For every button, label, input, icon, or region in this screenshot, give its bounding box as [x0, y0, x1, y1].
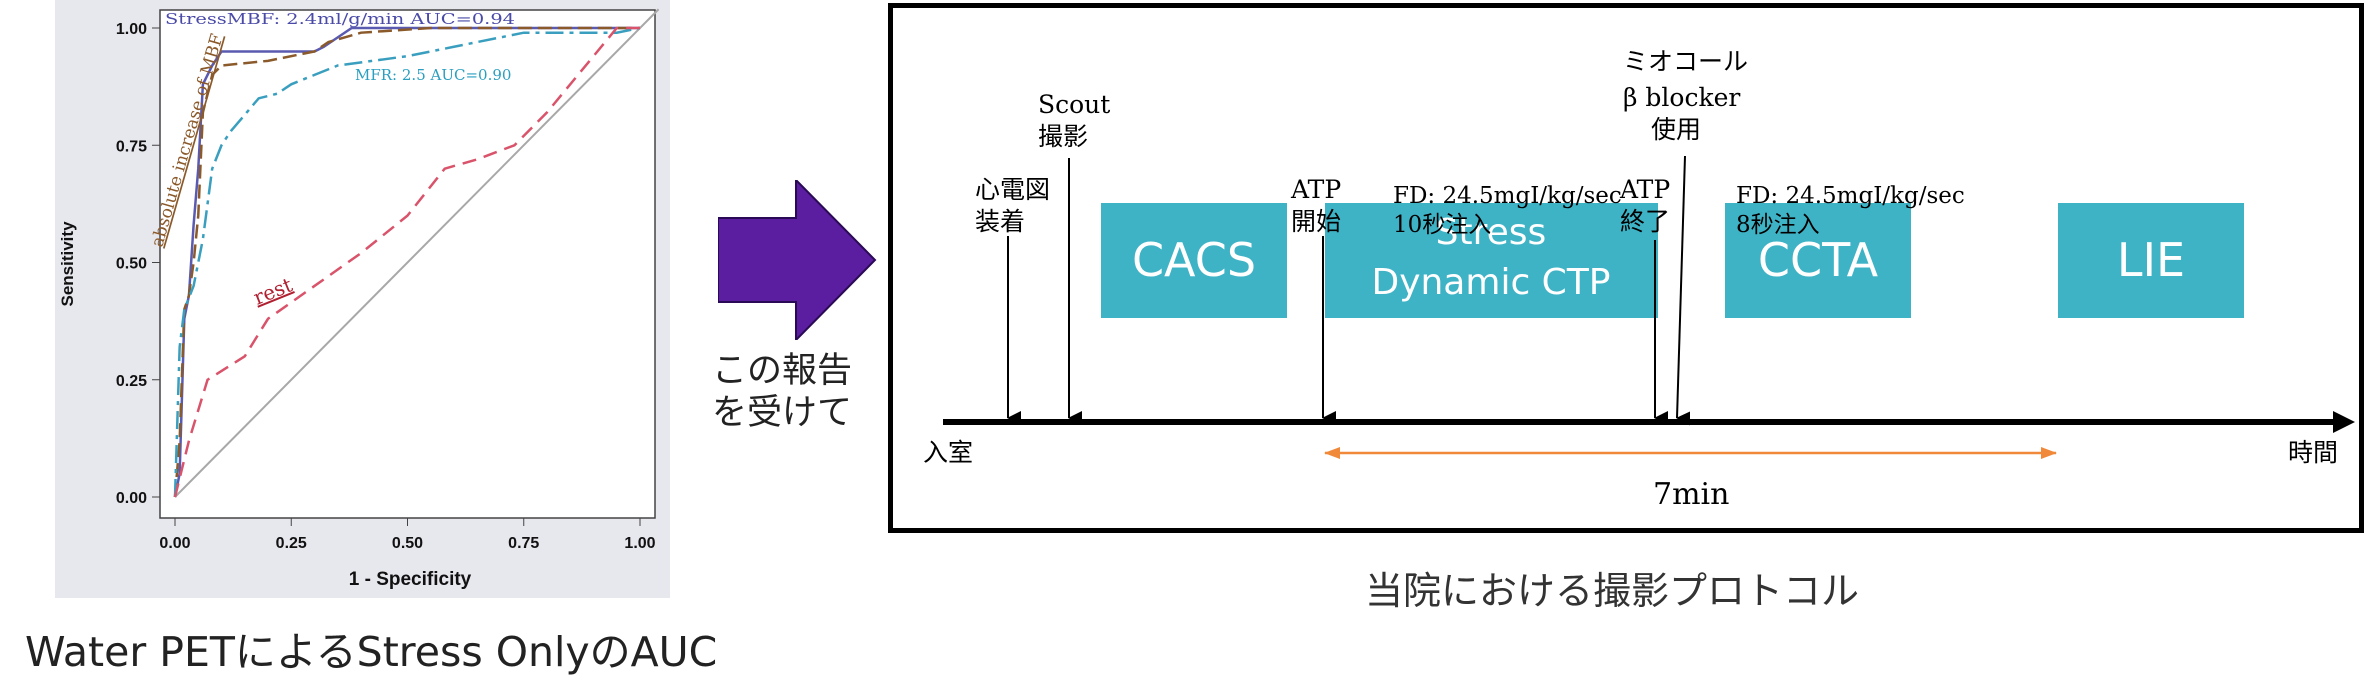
- y-tick-label: 0.75: [116, 138, 147, 155]
- duration-label: 7min: [1653, 477, 1729, 512]
- arrow-caption-line1: この報告: [712, 351, 853, 391]
- ccta-label: CCTA: [1758, 233, 1879, 287]
- roc-chart: 0.00 0.00 0.25 0.25 0.50 0.50 0.75 0.75 1.00 1.00…: [58, 8, 660, 590]
- x-axis-label: 1 - Specificity: [349, 569, 472, 590]
- arrow-caption: この報告 を受けて: [712, 350, 852, 434]
- fd-stress-line1: FD: 24.5mgI/kg/sec: [1393, 183, 1622, 209]
- x-tick-label: 0.75: [508, 535, 539, 552]
- fd-ccta-line1: FD: 24.5mgI/kg/sec: [1736, 183, 1965, 209]
- y-tick-label: 0.25: [116, 373, 147, 390]
- stress-label-line2: Dynamic CTP: [1371, 262, 1610, 303]
- stress-dynamic-ctp-box: [1325, 203, 1658, 318]
- timeline-start-label: 入室: [923, 438, 973, 467]
- scout-label-line1: Scout: [1038, 90, 1110, 119]
- ccta-box: [1725, 203, 1911, 318]
- roc-curve-absolute-increase: [173, 26, 640, 498]
- fd-ccta-line2: 8秒注入: [1736, 212, 1820, 238]
- lie-label: LIE: [2117, 233, 2185, 287]
- fd-stress-line2: 10秒注入: [1393, 212, 1491, 238]
- stress-label-line1: Stress: [1436, 212, 1547, 253]
- ecg-label-line2: 装着: [975, 207, 1025, 236]
- right-arrow-icon: [717, 177, 878, 344]
- x-tick-label: 0.25: [276, 535, 307, 552]
- cacs-label: CACS: [1132, 233, 1256, 287]
- plot-area: [160, 10, 655, 518]
- atp-end-label-line2: 終了: [1620, 207, 1670, 236]
- roc-curve-mfr: [173, 26, 641, 498]
- mfr-annotation: MFR: 2.5 AUC=0.90: [355, 66, 511, 84]
- cacs-box: [1101, 203, 1287, 318]
- roc-curve-stress-mbf: [173, 26, 640, 498]
- beta-label-line3: 使用: [1651, 115, 1701, 144]
- arrow-caption-line2: を受けて: [712, 393, 853, 433]
- timeline-end-label: 時間: [2288, 438, 2338, 467]
- x-tick-label: 1.00: [624, 535, 655, 552]
- timeline-arrowhead-icon: [2333, 411, 2355, 433]
- protocol-caption: 当院における撮影プロトコル: [1365, 569, 1860, 613]
- roc-curve-rest: [173, 26, 640, 498]
- beta-label-line2: β blocker: [1623, 83, 1740, 112]
- x-tick-label: 0.50: [392, 535, 423, 552]
- beta-label-line1: ミオコール: [1623, 47, 1748, 76]
- roc-chart-panel: 0.00 0.00 0.25 0.25 0.50 0.50 0.75 0.75 1.00 1.00…: [55, 0, 670, 598]
- reference-diagonal: [174, 8, 660, 498]
- lie-box: [2058, 203, 2244, 318]
- beta-blocker-arrow: [1676, 155, 1691, 426]
- y-tick-label: 0.00: [116, 490, 147, 507]
- roc-caption: Water PETによるStress OnlyのAUC: [25, 628, 718, 676]
- protocol-diagram: CACS Stress Dynamic CTP CCTA LIE 入室 時間 心…: [923, 47, 2355, 512]
- stress-mbf-annotation: StressMBF: 2.4ml/g/min AUC=0.94: [165, 10, 515, 28]
- y-tick-label: 0.50: [116, 256, 147, 273]
- atp-start-label-line1: ATP: [1290, 175, 1341, 204]
- atp-start-label-line2: 開始: [1291, 207, 1341, 236]
- y-axis-label: Sensitivity: [58, 221, 77, 307]
- ecg-label-line1: 心電図: [975, 175, 1050, 204]
- y-tick-label: 1.00: [116, 21, 147, 38]
- scout-label-line2: 撮影: [1038, 122, 1088, 151]
- protocol-diagram-frame: CACS Stress Dynamic CTP CCTA LIE 入室 時間 心…: [888, 3, 2364, 533]
- x-tick-label: 0.00: [159, 535, 190, 552]
- atp-end-label-line1: ATP: [1619, 175, 1670, 204]
